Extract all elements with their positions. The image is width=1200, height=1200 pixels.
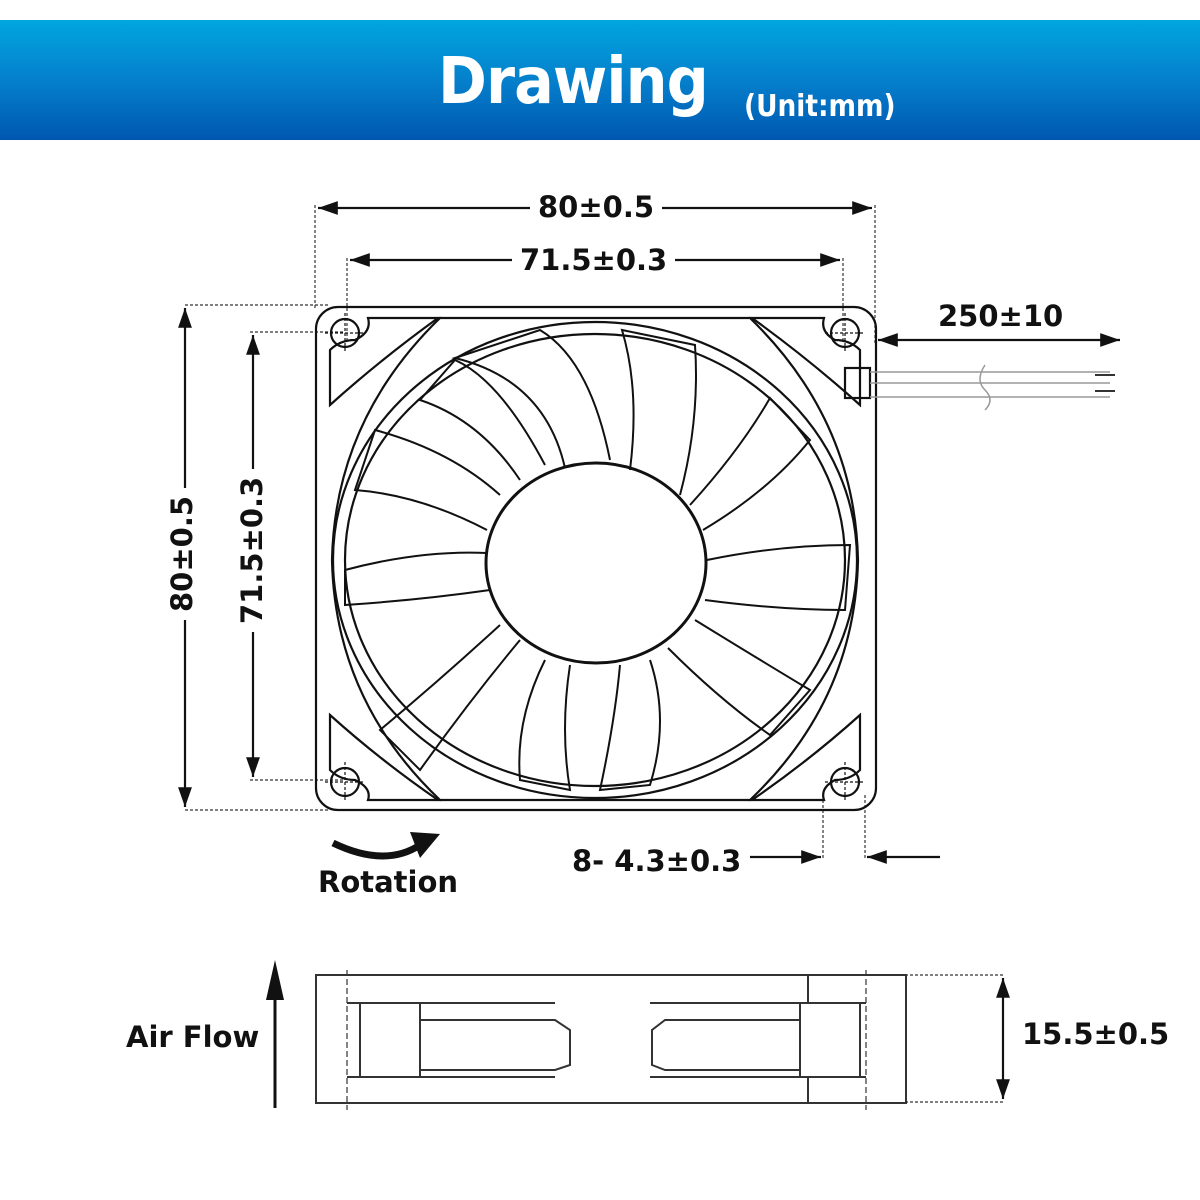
extension-lines [185,205,1005,1103]
dim-cable-length: 250±10 [938,299,1064,333]
dim-hole-spacing-height: 71.5±0.3 [235,468,269,632]
fan-front-view [314,305,1115,812]
rotation-arrowhead-icon [410,832,440,858]
dim-overall-width: 80±0.5 [530,193,663,222]
dim-overall-height: 80±0.5 [165,487,199,620]
fan-side-view [315,970,907,1110]
airflow-label: Air Flow [126,1020,260,1054]
page-title: Drawing [438,45,709,119]
dim-thickness: 15.5±0.5 [1022,1017,1170,1051]
header-banner: Drawing (Unit:mm) [0,20,1200,140]
dim-mounting-holes: 8- 4.3±0.3 [572,844,742,878]
rotation-label: Rotation [318,865,459,899]
rotation-arrow-icon [331,839,422,860]
unit-label: (Unit:mm) [744,89,896,124]
dim-hole-spacing-width: 71.5±0.3 [512,246,676,275]
dimension-arrows [178,201,1120,1099]
